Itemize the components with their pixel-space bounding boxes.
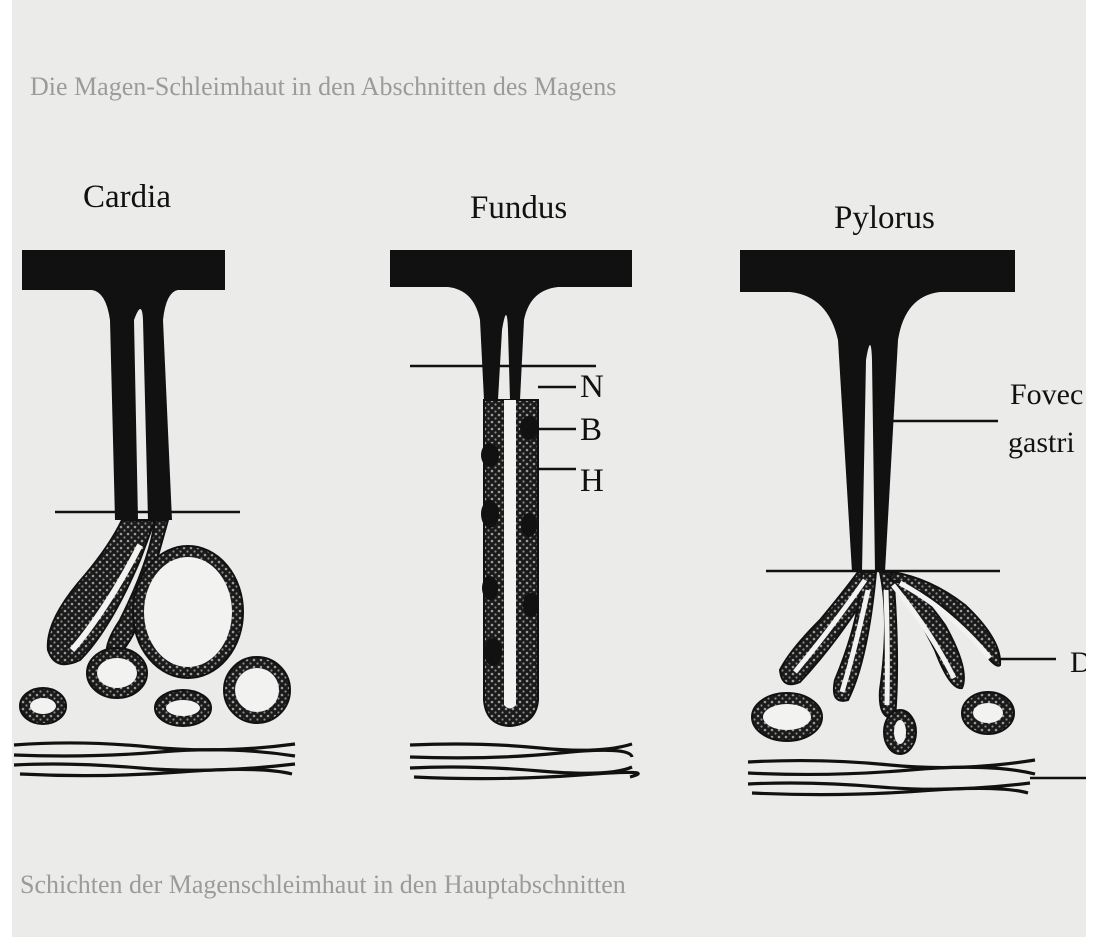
cardia-gland-small-mid-lumen xyxy=(166,700,200,716)
pylorus-surface-epithelium xyxy=(740,250,1015,572)
fundus-panel: Fundus N B xyxy=(390,190,638,779)
fundus-gland-lumen xyxy=(504,400,516,709)
pylorus-panel: Pylorus xyxy=(740,200,1092,795)
cardia-gland-right-lumen xyxy=(235,668,279,712)
fundus-marker-n: N xyxy=(580,369,604,405)
pylorus-gland-small-mid-lumen xyxy=(894,720,906,744)
fundus-muscularis-mucosae xyxy=(410,744,638,779)
right-margin xyxy=(1086,0,1103,937)
pylorus-title: Pylorus xyxy=(834,200,935,236)
cardia-gland-small-left-lumen xyxy=(30,698,56,714)
faint-caption-text: Schichten der Magenschleimhaut in den Ha… xyxy=(20,870,626,899)
fundus-title: Fundus xyxy=(470,190,567,226)
cardia-muscularis-mucosae xyxy=(14,743,295,776)
pylorus-gland-small-right-lumen xyxy=(973,703,1003,723)
fundus-marker-leaders xyxy=(538,387,576,469)
cardia-gland-mid-lumen xyxy=(97,658,137,688)
cardia-panel: Cardia xyxy=(14,179,295,776)
pylorus-gland-small-left-lumen xyxy=(763,704,811,730)
cardia-title: Cardia xyxy=(83,179,171,215)
pylorus-branched-glands xyxy=(780,572,1000,718)
fundus-marker-b: B xyxy=(580,412,602,448)
faint-header-text: Die Magen-Schleimhaut in den Abschnitten… xyxy=(30,72,616,101)
pylorus-label-foveolae-1: Fovec xyxy=(1010,378,1083,411)
cardia-gland-large-lumen xyxy=(144,557,232,667)
pylorus-label-foveolae-2: gastri xyxy=(1008,426,1075,459)
fundus-marker-h: H xyxy=(580,463,604,499)
cardia-surface-epithelium xyxy=(22,250,225,520)
pylorus-muscularis-mucosae xyxy=(748,760,1035,795)
